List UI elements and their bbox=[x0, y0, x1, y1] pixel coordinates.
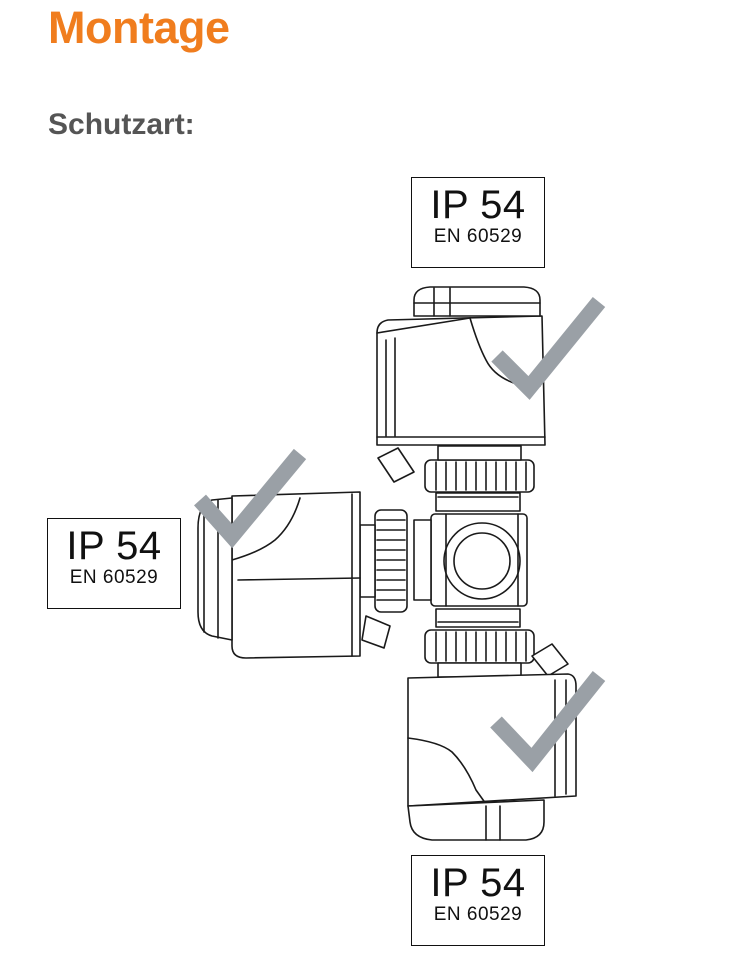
page-title: Montage bbox=[48, 2, 230, 53]
ip-label-bottom: IP 54 EN 60529 bbox=[411, 855, 545, 946]
actuator-left bbox=[197, 491, 408, 659]
check-icon bbox=[490, 671, 606, 773]
ip-standard: EN 60529 bbox=[433, 226, 523, 247]
ip-standard: EN 60529 bbox=[433, 904, 523, 925]
check-icon bbox=[194, 448, 307, 549]
ip-label-top: IP 54 EN 60529 bbox=[411, 177, 545, 268]
ip-standard: EN 60529 bbox=[69, 567, 159, 588]
ip-rating: IP 54 bbox=[430, 861, 526, 905]
ip-rating: IP 54 bbox=[66, 524, 162, 568]
actuator-bottom bbox=[407, 629, 577, 841]
section-label: Schutzart: bbox=[48, 108, 195, 141]
valve-body bbox=[413, 492, 528, 628]
ip-label-left: IP 54 EN 60529 bbox=[47, 518, 181, 609]
ip-rating: IP 54 bbox=[430, 183, 526, 227]
actuator-top bbox=[376, 286, 546, 493]
check-icon bbox=[491, 296, 606, 400]
